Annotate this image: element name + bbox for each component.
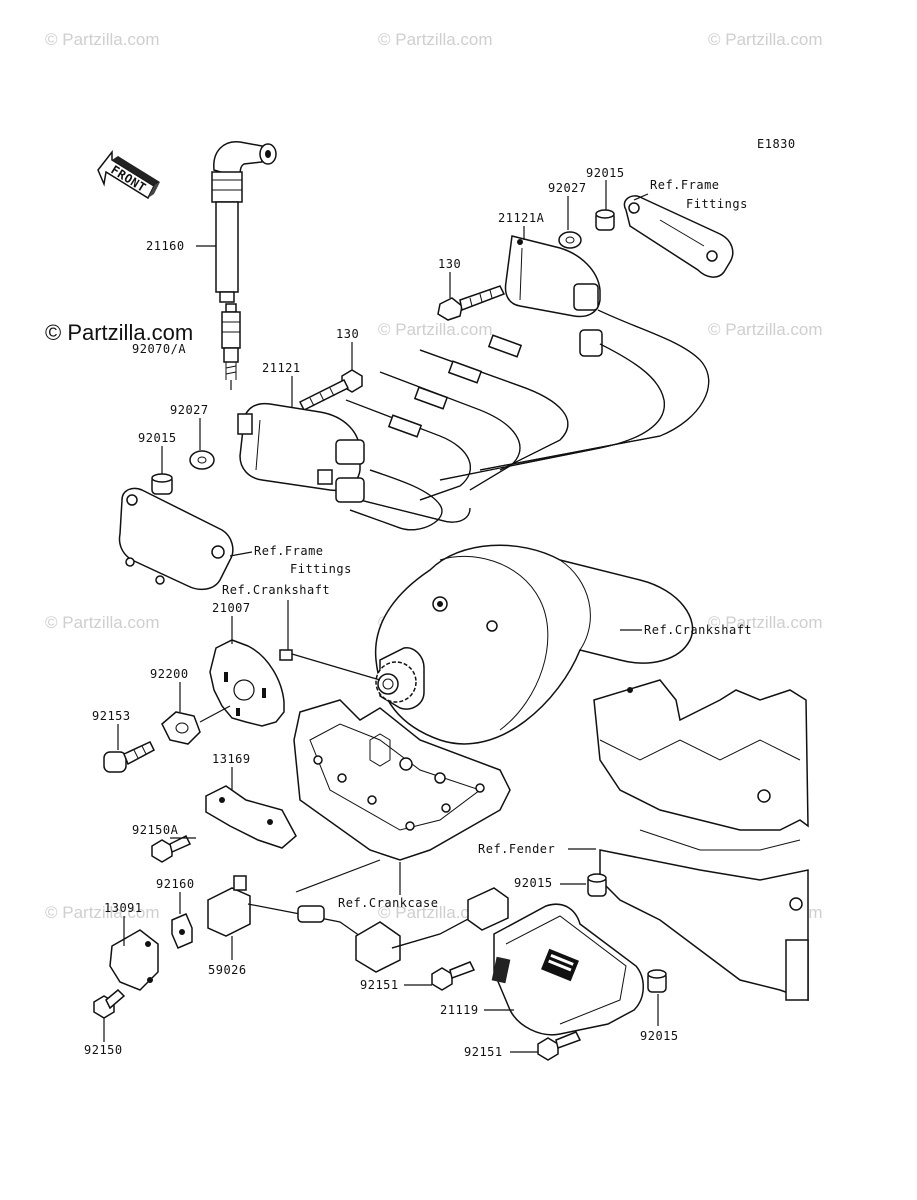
watermark: © Partzilla.com <box>378 320 493 339</box>
frame-bracket-top <box>623 195 734 278</box>
part-number-92160: 92160 <box>156 877 195 891</box>
watermark: © Partzilla.com <box>708 320 823 339</box>
part-number-92153: 92153 <box>92 709 131 723</box>
part-number-21160: 21160 <box>146 239 185 253</box>
watermark: © Partzilla.com <box>708 30 823 49</box>
bolt-130-lower <box>298 369 363 412</box>
part-number-92070: 92070/A <box>132 342 186 356</box>
bolt-92150 <box>93 988 126 1019</box>
bracket-13169 <box>205 785 297 849</box>
part-number-92015: 92015 <box>514 876 553 890</box>
part-number-21007: 21007 <box>212 601 251 615</box>
fender <box>593 679 809 1002</box>
ignition-coil-21121 <box>237 402 365 503</box>
part-number-92015: 92015 <box>640 1029 679 1043</box>
ref-frame-fittings-mid-2: Fittings <box>290 562 352 576</box>
washer-92027-mid <box>189 450 215 470</box>
high-tension-leads <box>345 309 710 531</box>
crankshaft <box>374 544 694 745</box>
part-number-21121: 21121 <box>262 361 301 375</box>
bolt-92151-upper <box>431 961 476 991</box>
watermark: © Partzilla.com <box>45 903 160 922</box>
ref-frame-fittings-top-1: Ref.Frame <box>650 178 720 192</box>
ref-crankshaft-right: Ref.Crankshaft <box>644 623 752 637</box>
ignition-coil-21121A <box>504 235 603 357</box>
spark-plug-cap <box>211 141 277 303</box>
crankcase <box>293 699 511 861</box>
part-number-92150: 92150 <box>84 1043 123 1057</box>
watermark: © Partzilla.com <box>708 613 823 632</box>
part-number-92015: 92015 <box>586 166 625 180</box>
watermark: © Partzilla.com <box>45 30 160 49</box>
collar-92015-mid <box>151 473 173 495</box>
ref-crankshaft-left: Ref.Crankshaft <box>222 583 330 597</box>
watermark: © Partzilla.com <box>378 30 493 49</box>
watermark: © Partzilla.com <box>45 613 160 632</box>
timing-rotor-21007 <box>209 639 381 727</box>
collar-92015-lower <box>587 873 607 897</box>
pickup-coil-59026 <box>207 875 509 973</box>
collar-92015-top <box>595 209 615 231</box>
igniter-label-plate <box>541 948 579 982</box>
part-number-92151: 92151 <box>464 1045 503 1059</box>
ref-fender: Ref.Fender <box>478 842 555 856</box>
washer-92027-top <box>558 231 582 249</box>
part-number-21119: 21119 <box>440 1003 479 1017</box>
bolt-92151-lower <box>537 1031 582 1061</box>
bolt-130-upper <box>437 285 506 321</box>
ic-igniter-21119 <box>491 903 644 1036</box>
bolt-92153 <box>103 741 155 773</box>
watermark-large: © Partzilla.com <box>45 320 193 345</box>
part-number-21121A: 21121A <box>498 211 545 225</box>
ref-frame-fittings-top-2: Fittings <box>686 197 748 211</box>
part-number-92200: 92200 <box>150 667 189 681</box>
part-number-13091: 13091 <box>104 901 143 915</box>
grommet-92160 <box>171 913 193 949</box>
ref-crankcase: Ref.Crankcase <box>338 896 438 910</box>
bracket-13091 <box>109 929 159 991</box>
diagram-code: E1830 <box>757 137 796 151</box>
frame-bracket-mid <box>118 487 234 591</box>
collar-92015-bottom <box>647 969 667 993</box>
part-number-92027: 92027 <box>548 181 587 195</box>
part-number-92151: 92151 <box>360 978 399 992</box>
part-number-92015: 92015 <box>138 431 177 445</box>
bolt-92150A <box>151 834 192 863</box>
part-number-130: 130 <box>336 327 359 341</box>
spark-plug <box>221 303 241 390</box>
part-number-92027: 92027 <box>170 403 209 417</box>
part-number-13169: 13169 <box>212 752 251 766</box>
crankshaft-sprocket <box>375 661 417 703</box>
part-number-92150A: 92150A <box>132 823 179 837</box>
front-arrow-icon: FRONT <box>97 149 160 200</box>
ref-frame-fittings-mid-1: Ref.Frame <box>254 544 324 558</box>
part-number-59026: 59026 <box>208 963 247 977</box>
nut-92200 <box>161 711 201 745</box>
watermark: © Partzilla.com <box>378 903 493 922</box>
part-number-130: 130 <box>438 257 461 271</box>
